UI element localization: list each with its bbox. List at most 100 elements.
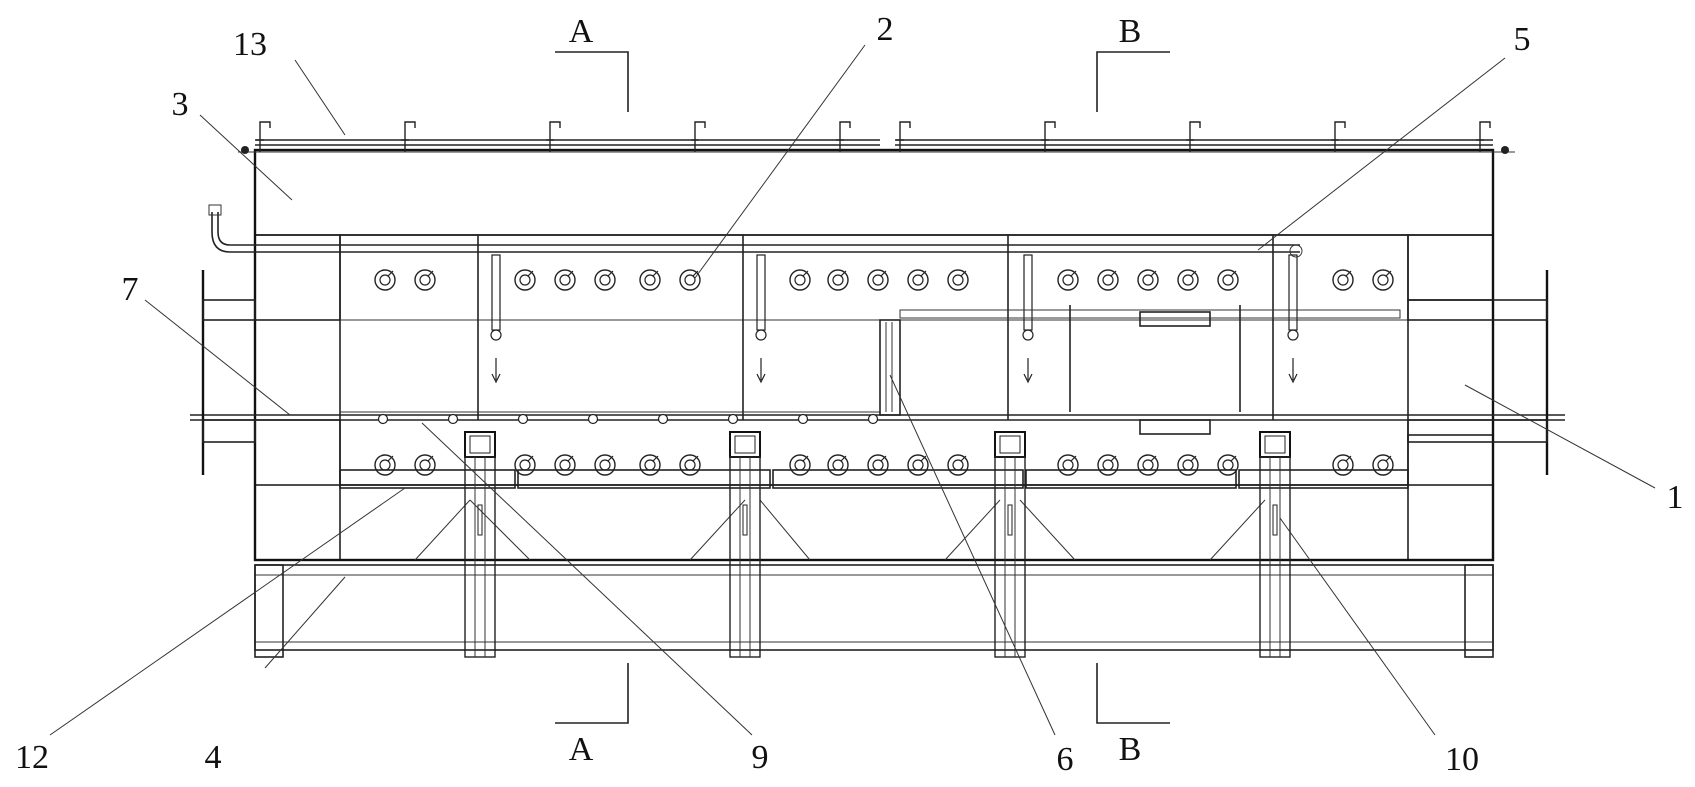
conveyor-roller: [657, 413, 669, 425]
heating-coil: [827, 454, 849, 476]
partition-walls: [477, 235, 1274, 420]
section-label-b-bottom: B: [1119, 731, 1142, 768]
lower-tray: [339, 469, 1409, 561]
thermocouple-probe: [490, 254, 502, 384]
cover-clip: [401, 121, 416, 152]
section-marker-b-top: B: [1096, 13, 1170, 112]
gas-pipe: [208, 204, 1303, 258]
inlet-flange: [201, 270, 256, 475]
thermocouple-probe: [1287, 254, 1299, 384]
callout-12: 12: [15, 739, 49, 776]
heating-coil: [639, 454, 661, 476]
outlet-flange: [1407, 270, 1549, 475]
heating-coil: [594, 269, 616, 291]
heating-coil: [514, 269, 536, 291]
support-column: [1259, 431, 1291, 658]
callout-7: 7: [122, 271, 139, 308]
cooling-box: [879, 305, 1401, 435]
conveyor-roller: [377, 413, 389, 425]
callout-9: 9: [752, 739, 769, 776]
support-column: [729, 431, 761, 658]
heating-coil: [789, 454, 811, 476]
cover-clip: [836, 121, 851, 152]
section-label-a-bottom: A: [569, 731, 594, 768]
heating-elements-lower: [374, 454, 1394, 476]
heating-coil: [1057, 269, 1079, 291]
conveyor-roller: [797, 413, 809, 425]
heating-elements-upper: [374, 269, 1394, 291]
heating-coil: [554, 454, 576, 476]
heating-coil: [827, 269, 849, 291]
support-columns: [464, 431, 1291, 658]
heating-coil: [374, 454, 396, 476]
callout-5: 5: [1514, 21, 1531, 58]
heating-coil: [1177, 269, 1199, 291]
cover-clip: [546, 121, 561, 152]
cover-bolt: [241, 146, 249, 154]
callout-3: 3: [172, 86, 189, 123]
heating-coil: [1372, 454, 1394, 476]
heating-coil: [639, 269, 661, 291]
heating-coil: [1372, 269, 1394, 291]
heating-coil: [554, 269, 576, 291]
cover-bolt: [1501, 146, 1509, 154]
heating-coil: [1137, 454, 1159, 476]
heating-coil: [789, 269, 811, 291]
heating-coil: [907, 269, 929, 291]
heating-coil: [679, 454, 701, 476]
heating-coil: [1137, 269, 1159, 291]
conveyor-roller: [727, 413, 739, 425]
cover-clip: [1041, 121, 1056, 152]
callout-10: 10: [1445, 741, 1479, 778]
heating-coil: [514, 454, 536, 476]
heating-coil: [867, 269, 889, 291]
heating-coil: [1332, 454, 1354, 476]
conveyor-roller: [447, 413, 459, 425]
cover-clip: [1476, 121, 1491, 152]
section-marker-b-bottom: B: [1096, 663, 1170, 768]
heating-coil: [414, 269, 436, 291]
heating-coil: [374, 269, 396, 291]
heating-coil: [679, 269, 701, 291]
cover-clip: [691, 121, 706, 152]
callout-6: 6: [1057, 741, 1074, 778]
callouts: 13 3 2 5 7 1 12 4 9 6 10: [15, 11, 1684, 778]
furnace-chamber: [339, 234, 1409, 486]
conveyor-roller: [867, 413, 879, 425]
heating-coil: [1057, 454, 1079, 476]
conveyor-roller: [587, 413, 599, 425]
thermocouple-probe: [1022, 254, 1034, 384]
heating-coil: [947, 454, 969, 476]
section-marker-a-bottom: A: [555, 663, 629, 768]
cover-clip: [1186, 121, 1201, 152]
callout-1: 1: [1667, 479, 1684, 516]
section-label-a-top: A: [569, 13, 594, 50]
thermocouple-probes: [490, 254, 1299, 384]
heating-coil: [947, 269, 969, 291]
heating-coil: [1332, 269, 1354, 291]
heating-coil: [1097, 454, 1119, 476]
cover-clip: [896, 121, 911, 152]
conveyor-shaft: [190, 411, 1565, 425]
heating-coil: [1217, 269, 1239, 291]
heating-coil: [414, 454, 436, 476]
support-column: [994, 431, 1026, 658]
heating-coil: [867, 454, 889, 476]
callout-4: 4: [205, 739, 222, 776]
support-column: [464, 431, 496, 658]
conveyor-roller: [517, 413, 529, 425]
cover-clip: [256, 121, 271, 152]
heating-coil: [907, 454, 929, 476]
heating-coil: [594, 454, 616, 476]
cover-clip: [1331, 121, 1346, 152]
callout-2: 2: [877, 11, 894, 48]
section-label-b-top: B: [1119, 13, 1142, 50]
thermocouple-probe: [755, 254, 767, 384]
heating-coil: [1177, 454, 1199, 476]
heating-coil: [1097, 269, 1119, 291]
base-frame: [254, 564, 1494, 658]
callout-13: 13: [233, 26, 267, 63]
heating-coil: [1217, 454, 1239, 476]
section-marker-a-top: A: [555, 13, 629, 112]
